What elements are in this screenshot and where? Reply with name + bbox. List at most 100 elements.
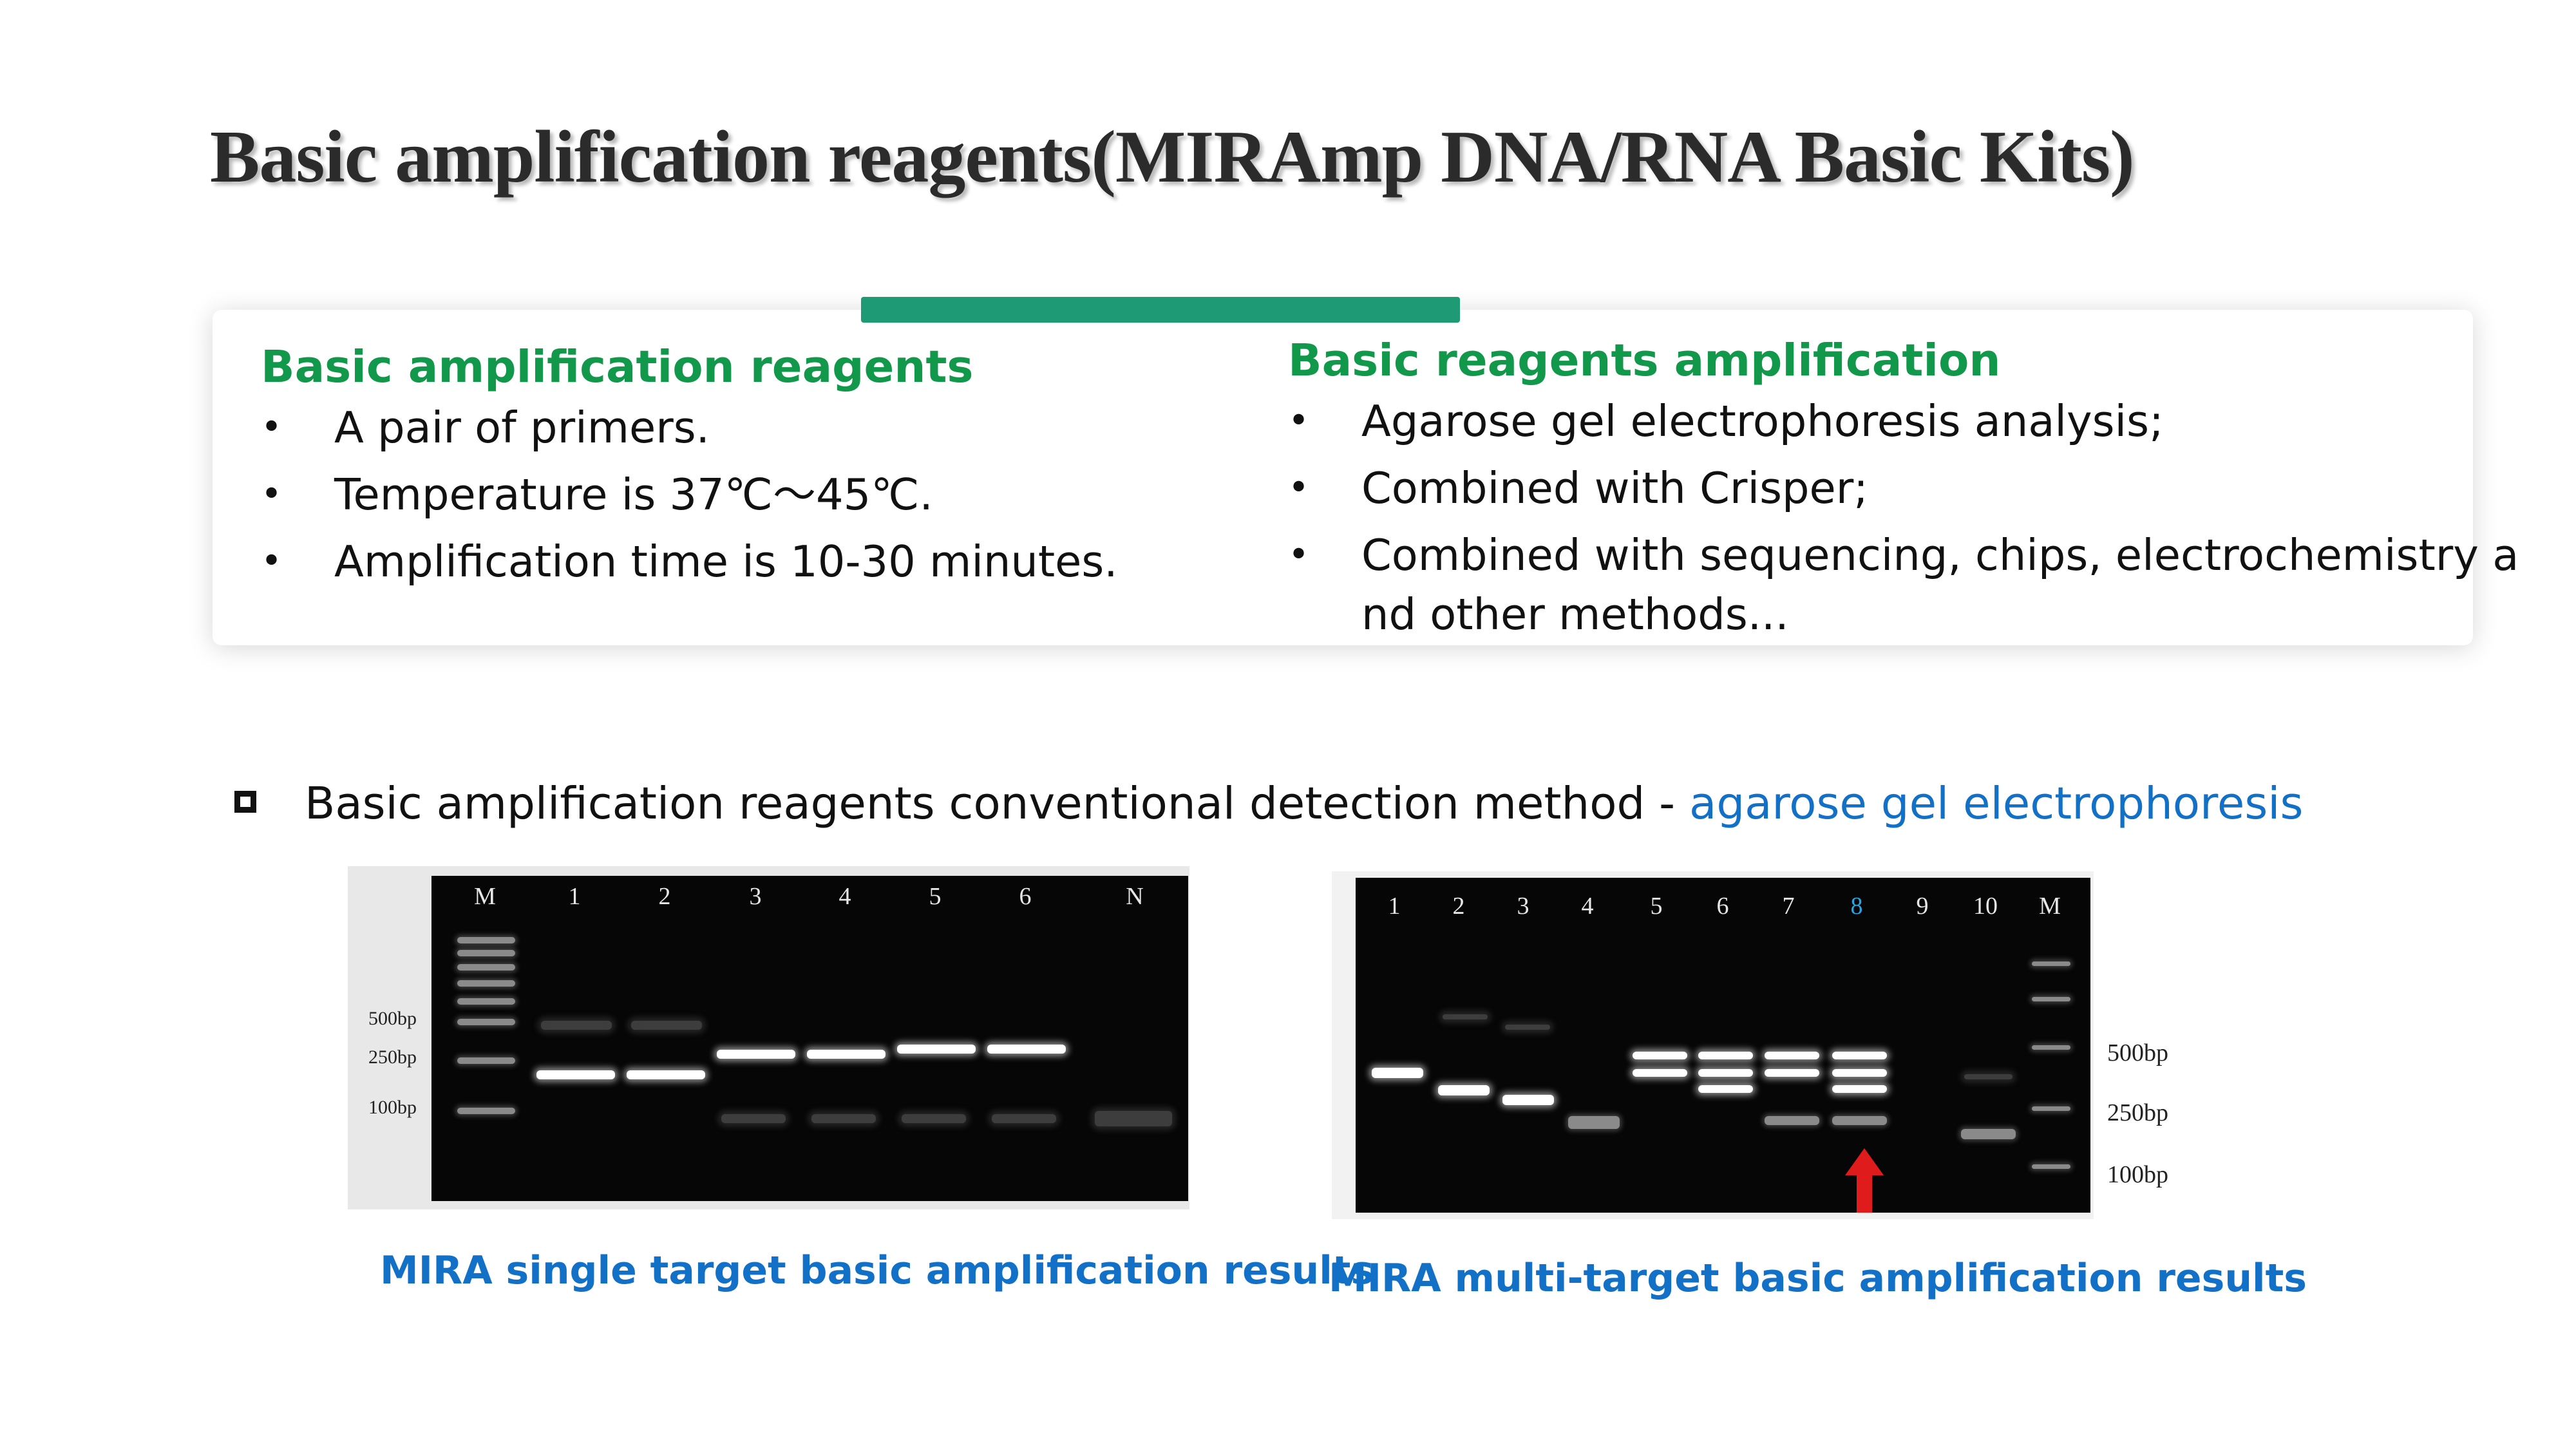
lane-label: 3: [749, 883, 762, 910]
lane-label: 4: [838, 883, 851, 910]
gel-multi: 1 2 3 4 5 6 7 8 9 10 M: [1356, 878, 2090, 1213]
bullet-icon: •: [261, 473, 283, 515]
list-item: •Combined with sequencing, chips, electr…: [1288, 522, 2519, 640]
lane-label: 1: [568, 883, 581, 910]
gel-band: [631, 1021, 702, 1030]
size-label-250: 250bp: [368, 1046, 417, 1068]
list-item: •A pair of primers.: [261, 394, 1118, 461]
list-item: •Agarose gel electrophoresis analysis;: [1288, 388, 2519, 455]
multi-target-caption: MIRA multi-target basic amplification re…: [1329, 1256, 2307, 1301]
ladder-band: [457, 950, 515, 956]
right-panel: Basic reagents amplification •Agarose ge…: [1288, 335, 2519, 640]
square-bullet-icon: [234, 791, 256, 813]
gel-band: [1698, 1069, 1753, 1077]
single-target-gel-image: 500bp 250bp 100bp M 1 2 3 4 5 6 N: [348, 866, 1189, 1209]
bullet-icon: •: [261, 406, 283, 448]
gel-band: [807, 1050, 886, 1059]
bullet-icon: •: [1288, 467, 1310, 509]
primer-dimer: [811, 1114, 876, 1123]
gel-band: [1633, 1052, 1687, 1059]
size-label-250: 250bp: [2107, 1099, 2168, 1126]
ladder-band: [457, 964, 515, 971]
left-panel-list: •A pair of primers. •Temperature is 37℃～…: [261, 394, 1118, 595]
bullet-icon: •: [261, 540, 283, 582]
lane-label: 1: [1388, 893, 1401, 920]
lane-label: 6: [1716, 893, 1729, 920]
ladder-band: [457, 1108, 515, 1114]
primer-dimer: [1095, 1111, 1172, 1126]
size-label-100: 100bp: [2107, 1161, 2168, 1188]
gel-band: [1964, 1074, 2012, 1079]
lane-label: N: [1126, 883, 1144, 910]
left-panel: Basic amplification reagents •A pair of …: [261, 341, 1118, 595]
gel-band: [1633, 1069, 1687, 1077]
lane-label: M: [2039, 893, 2061, 920]
gel-band: [536, 1070, 615, 1079]
multi-target-gel-image: 1 2 3 4 5 6 7 8 9 10 M: [1332, 871, 2094, 1219]
right-panel-list: •Agarose gel electrophoresis analysis; •…: [1288, 388, 2519, 640]
gel-band: [897, 1045, 976, 1054]
gel-band: [1765, 1052, 1819, 1059]
reagents-card: [213, 310, 2473, 645]
lane-label-highlighted: 8: [1850, 893, 1863, 920]
primer-dimer: [902, 1114, 966, 1123]
ladder-band: [457, 998, 515, 1005]
lane-label: 6: [1019, 883, 1032, 910]
right-panel-heading: Basic reagents amplification: [1288, 335, 2001, 386]
gel-band: [1832, 1085, 1887, 1093]
bullet-icon: •: [1288, 534, 1310, 576]
gel-band: [541, 1021, 612, 1030]
lane-label: 7: [1782, 893, 1795, 920]
lane-label: 4: [1581, 893, 1594, 920]
primer-dimer: [992, 1114, 1056, 1123]
ladder-band: [2032, 1045, 2070, 1050]
gel-band: [627, 1070, 705, 1079]
gel-band: [1568, 1116, 1620, 1129]
ladder-band: [457, 1057, 515, 1064]
ladder-band: [2032, 1106, 2070, 1111]
lane-label: 2: [658, 883, 671, 910]
list-item: •Temperature is 37℃～45℃.: [261, 461, 1118, 528]
gel-band: [717, 1050, 795, 1059]
gel-band: [1832, 1116, 1887, 1125]
gel-band: [1505, 1025, 1550, 1030]
gel-band: [1961, 1129, 2016, 1139]
ladder-band: [457, 937, 515, 943]
lane-label: 9: [1916, 893, 1929, 920]
gel-band: [1765, 1116, 1819, 1125]
gel-band: [1698, 1052, 1753, 1059]
gel-band: [1443, 1014, 1488, 1019]
single-target-caption: MIRA single target basic amplification r…: [380, 1248, 1374, 1293]
primer-dimer: [721, 1114, 786, 1123]
ladder-band: [457, 1019, 515, 1025]
bullet-icon: •: [1288, 400, 1310, 442]
size-label-500: 500bp: [368, 1008, 417, 1029]
gel-band: [1502, 1095, 1554, 1105]
lane-label: 3: [1517, 893, 1530, 920]
lane-label: 5: [1650, 893, 1663, 920]
list-item: •Amplification time is 10-30 minutes.: [261, 528, 1118, 595]
gel-band: [1438, 1085, 1490, 1095]
lane-label: 2: [1452, 893, 1465, 920]
detection-method-line: Basic amplification reagents conventiona…: [305, 778, 2304, 829]
lane-label: M: [474, 883, 496, 910]
lane-label: 5: [929, 883, 942, 910]
slide-title: Basic amplification reagents(MIRAmp DNA/…: [210, 116, 2135, 198]
method-highlight: agarose gel electrophoresis: [1689, 778, 2304, 829]
gel-single: M 1 2 3 4 5 6 N: [431, 876, 1188, 1201]
gel-band: [1832, 1052, 1887, 1059]
lane-label: 10: [1973, 893, 1998, 920]
left-panel-heading: Basic amplification reagents: [261, 341, 974, 393]
gel-band: [1372, 1068, 1423, 1078]
ladder-band: [2032, 961, 2070, 966]
accent-bar: [861, 297, 1460, 323]
gel-band: [1698, 1085, 1753, 1093]
gel-band: [1765, 1069, 1819, 1077]
ladder-band: [457, 980, 515, 987]
gel-band: [987, 1045, 1066, 1054]
size-label-100: 100bp: [368, 1097, 417, 1118]
gel-band: [1832, 1069, 1887, 1077]
size-label-500: 500bp: [2107, 1039, 2168, 1066]
red-arrow-icon: [1845, 1148, 1884, 1213]
ladder-band: [2032, 1164, 2070, 1169]
